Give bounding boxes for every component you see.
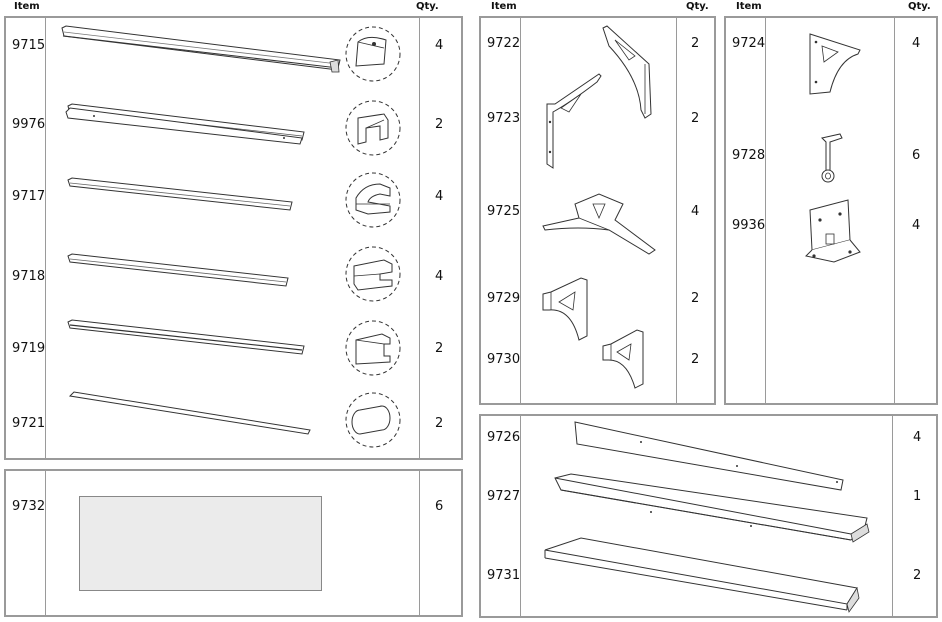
item-9717-label: 9717 xyxy=(12,189,46,204)
item-9721-label: 9721 xyxy=(12,416,46,431)
profile-9976-detail xyxy=(345,100,401,156)
bracket-9722-drawing xyxy=(602,25,652,119)
sheet-parts-table: 9726 4 9727 1 9731 2 xyxy=(479,414,938,618)
bracket-9724-drawing xyxy=(809,33,861,95)
item-9732-label: 9732 xyxy=(12,499,46,514)
profile-9719-detail xyxy=(345,320,401,376)
item-9728-label: 9728 xyxy=(732,148,766,163)
item-9976-qty: 2 xyxy=(435,117,444,132)
item-9715-label: 9715 xyxy=(12,38,46,53)
item-9722-label: 9722 xyxy=(487,36,521,51)
profile-9719-drawing xyxy=(67,319,305,355)
item-9719-qty: 2 xyxy=(435,341,444,356)
profile-9715-detail xyxy=(345,26,401,82)
item-9727-label: 9727 xyxy=(487,489,521,504)
item-9936-qty: 4 xyxy=(912,218,921,233)
bracket-9723-drawing xyxy=(546,73,602,169)
brackets-table: 9722 2 9723 2 9725 4 9729 2 9730 2 xyxy=(479,16,716,405)
header-item-right: Item xyxy=(736,1,762,12)
item-9730-label: 9730 xyxy=(487,352,521,367)
item-9717-qty: 4 xyxy=(435,189,444,204)
item-9725-label: 9725 xyxy=(487,204,521,219)
gutter-9727-drawing xyxy=(554,473,870,543)
bracket-9729-drawing xyxy=(542,277,588,341)
bracket-9730-drawing xyxy=(602,329,644,389)
item-9726-label: 9726 xyxy=(487,430,521,445)
profile-9715-drawing xyxy=(61,25,341,73)
header-qty-left: Qty. xyxy=(416,1,439,12)
item-9724-qty: 4 xyxy=(912,36,921,51)
item-9718-qty: 4 xyxy=(435,269,444,284)
panel-9732-drawing xyxy=(79,496,322,591)
bracket-9936-drawing xyxy=(804,199,861,263)
item-9729-label: 9729 xyxy=(487,291,521,306)
profile-9976-drawing xyxy=(65,103,305,145)
item-9721-qty: 2 xyxy=(435,416,444,431)
header-item-middle: Item xyxy=(491,1,517,12)
profile-9721-detail xyxy=(345,392,401,448)
item-9728-qty: 6 xyxy=(912,148,921,163)
profile-9721-drawing xyxy=(68,391,311,435)
header-qty-right: Qty. xyxy=(908,1,931,12)
bracket-9725-drawing xyxy=(542,193,656,255)
item-9718-label: 9718 xyxy=(12,269,46,284)
item-9722-qty: 2 xyxy=(691,36,700,51)
item-9723-qty: 2 xyxy=(691,111,700,126)
item-9976-label: 9976 xyxy=(12,117,46,132)
item-9724-label: 9724 xyxy=(732,36,766,51)
channel-9731-drawing xyxy=(544,537,860,613)
item-9726-qty: 4 xyxy=(913,430,922,445)
panel-table: 9732 6 xyxy=(4,469,463,617)
item-9723-label: 9723 xyxy=(487,111,521,126)
profile-9718-detail xyxy=(345,246,401,302)
item-9725-qty: 4 xyxy=(691,204,700,219)
profile-9717-drawing xyxy=(67,177,293,211)
small-parts-table: 9724 4 9728 6 9936 4 xyxy=(724,16,938,405)
profile-9718-drawing xyxy=(67,253,289,287)
item-9730-qty: 2 xyxy=(691,352,700,367)
profiles-table: 9715 4 9976 2 9717 4 9718 4 9719 2 9721 … xyxy=(4,16,463,460)
header-item-left: Item xyxy=(14,1,40,12)
header-qty-middle: Qty. xyxy=(686,1,709,12)
item-9727-qty: 1 xyxy=(913,489,922,504)
hook-9728-drawing xyxy=(821,133,843,183)
strip-9726-drawing xyxy=(574,421,844,491)
item-9732-qty: 6 xyxy=(435,499,444,514)
item-9731-qty: 2 xyxy=(913,568,922,583)
item-9731-label: 9731 xyxy=(487,568,521,583)
item-9936-label: 9936 xyxy=(732,218,766,233)
profile-9717-detail xyxy=(345,172,401,228)
item-9715-qty: 4 xyxy=(435,38,444,53)
item-9719-label: 9719 xyxy=(12,341,46,356)
item-9729-qty: 2 xyxy=(691,291,700,306)
